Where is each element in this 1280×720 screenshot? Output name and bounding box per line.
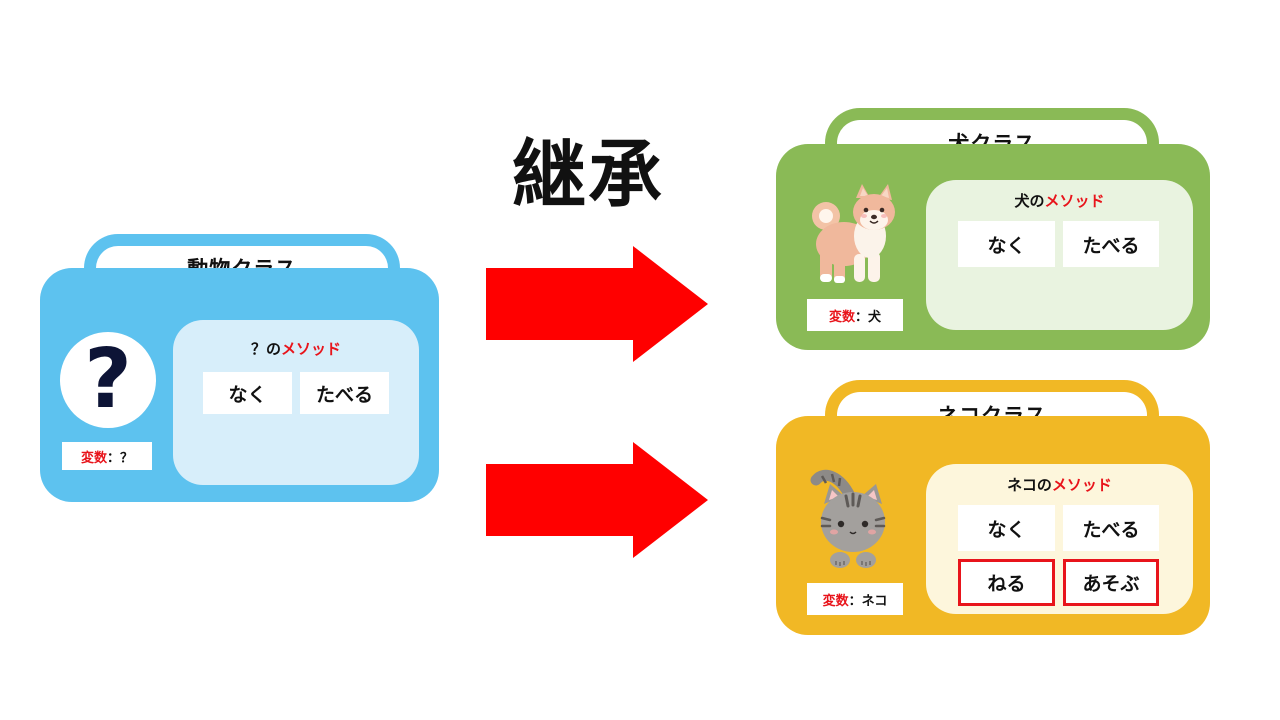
dog-method-prefix: 犬の bbox=[1014, 192, 1045, 210]
cat-method-prefix: ネコの bbox=[1007, 476, 1052, 494]
cat-method-neru[interactable]: ねる bbox=[958, 559, 1055, 606]
cat-method-word: メソッド bbox=[1051, 476, 1112, 494]
animal-variable-box: 変数：？ bbox=[62, 442, 152, 470]
cat-method-naku[interactable]: なく bbox=[958, 505, 1055, 551]
dog-method-taberu[interactable]: たべる bbox=[1063, 221, 1159, 267]
dog-method-word: メソッド bbox=[1044, 192, 1105, 210]
question-glyph: ? bbox=[84, 332, 132, 427]
arrow-to-cat bbox=[486, 442, 708, 558]
animal-variable-value: ：？ bbox=[107, 450, 134, 466]
animal-variable-label: 変数 bbox=[80, 450, 107, 466]
animal-method-prefix: ？の bbox=[250, 340, 281, 358]
cat-variable-box: 変数：ネコ bbox=[807, 583, 903, 615]
cat-method-taberu[interactable]: たべる bbox=[1063, 505, 1159, 551]
dog-method-title: 犬のメソッド bbox=[926, 190, 1193, 211]
inheritance-title: 継承 bbox=[512, 132, 664, 218]
tabby-cat-icon bbox=[810, 469, 886, 568]
cat-variable-value: ：ネコ bbox=[848, 593, 888, 609]
animal-method-naku[interactable]: なく bbox=[203, 372, 292, 414]
cat-variable-label: 変数 bbox=[822, 593, 849, 609]
dog-variable-value: ：犬 bbox=[855, 309, 882, 325]
cat-method-title: ネコのメソッド bbox=[926, 474, 1193, 495]
dog-variable-box: 変数：犬 bbox=[807, 299, 903, 331]
question-mark-icon: ? bbox=[60, 332, 156, 428]
cat-method-asobu[interactable]: あそぶ bbox=[1063, 559, 1159, 606]
shiba-dog-icon bbox=[812, 184, 895, 283]
animal-method-word: メソッド bbox=[281, 340, 342, 358]
arrow-to-dog bbox=[486, 246, 708, 362]
dog-method-naku[interactable]: なく bbox=[958, 221, 1055, 267]
animal-method-taberu[interactable]: たべる bbox=[300, 372, 389, 414]
animal-method-title: ？のメソッド bbox=[173, 338, 419, 359]
dog-variable-label: 変数 bbox=[828, 309, 855, 325]
